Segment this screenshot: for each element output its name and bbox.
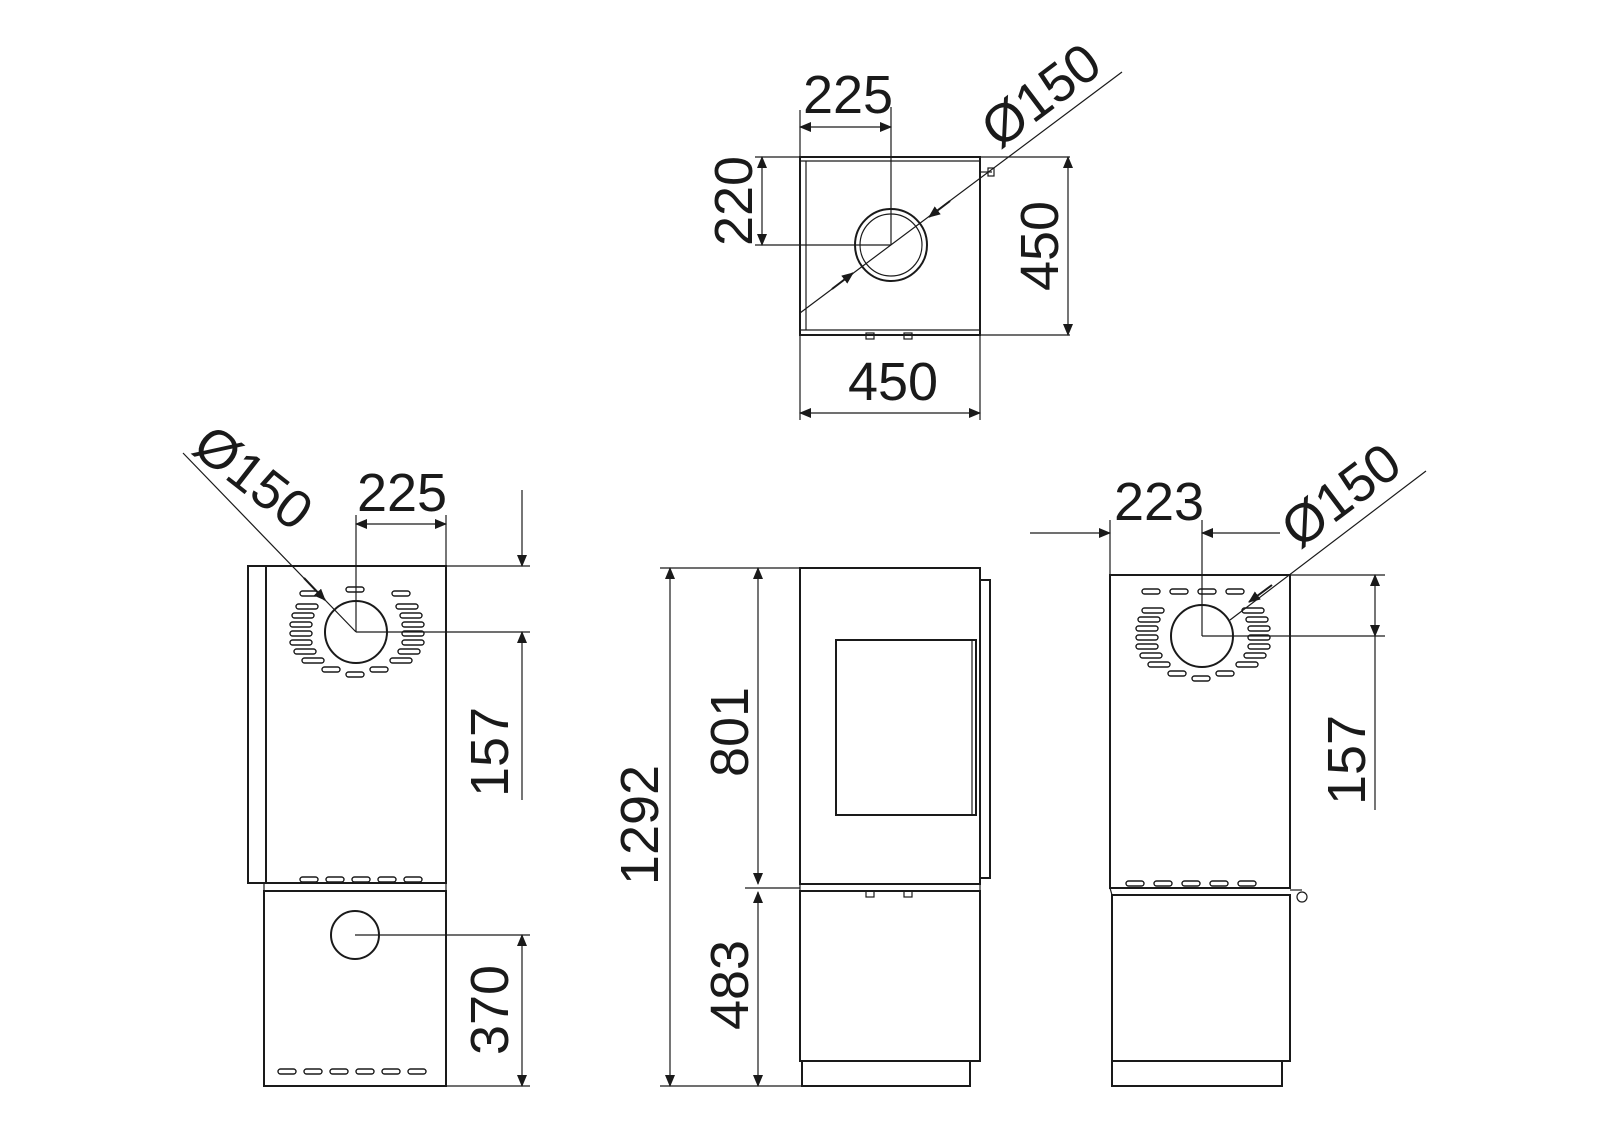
left-vent-slot [381, 1068, 401, 1075]
top-view: 225 220 450 450 Ø150 [704, 32, 1123, 420]
front-side-panel [979, 579, 991, 879]
right-vent-slot [1147, 661, 1171, 668]
right-vent-slot [1245, 616, 1269, 623]
left-vent-slot [289, 630, 313, 637]
left-vent-slot [299, 876, 319, 883]
left-vent-slot [369, 666, 389, 673]
left-vent-slot [325, 876, 345, 883]
right-vent-slot [1169, 588, 1189, 595]
right-vent-slot [1167, 670, 1187, 677]
left-vent-slot [345, 671, 365, 678]
right-flue-height-label: 157 [1317, 715, 1377, 805]
left-vent-slot [403, 876, 423, 883]
front-lower-height-label: 483 [700, 940, 760, 1030]
right-vent-slot [1243, 652, 1267, 659]
left-side-view: 225 Ø150 157 370 [183, 414, 530, 1087]
right-vent-slot [1125, 880, 1145, 887]
left-vent-slot [351, 876, 371, 883]
front-total-height-label: 1292 [610, 765, 670, 885]
left-vent-slot [303, 1068, 323, 1075]
right-vent-slot [1247, 643, 1271, 650]
left-flue-height-label: 157 [460, 707, 520, 797]
front-lower-body [799, 890, 981, 1062]
left-vent-slot [399, 612, 423, 619]
left-vent-slot [291, 612, 315, 619]
top-width-label: 450 [848, 352, 938, 412]
left-vent-slot [401, 639, 425, 646]
right-lower-body [1111, 894, 1291, 1062]
right-vent-slot [1135, 625, 1159, 632]
front-plinth [801, 1060, 971, 1087]
left-vent-slot [277, 1068, 297, 1075]
left-vent-slot [395, 603, 419, 610]
left-vent-slot [289, 621, 313, 628]
left-vent-slot [391, 590, 411, 597]
front-view: 1292 801 483 [610, 567, 991, 1087]
top-flue-offset-y-label: 220 [704, 156, 764, 246]
right-vent-slot [1225, 588, 1245, 595]
right-flue-diameter-label: Ø150 [1270, 432, 1412, 559]
left-vent-slot [299, 590, 319, 597]
right-flue-offset-label: 223 [1114, 472, 1204, 532]
top-flue-offset-x-label: 225 [803, 65, 893, 125]
left-rear-outlet-height-label: 370 [460, 965, 520, 1055]
right-vent-slot [1237, 880, 1257, 887]
left-vent-slot [355, 1068, 375, 1075]
top-flue-diameter-label: Ø150 [970, 32, 1112, 159]
right-vent-slot [1135, 634, 1159, 641]
front-upper-height-label: 801 [700, 687, 760, 777]
right-vent-slot [1209, 880, 1229, 887]
left-vent-slot [407, 1068, 427, 1075]
right-vent-slot [1215, 670, 1235, 677]
right-vent-slot [1181, 880, 1201, 887]
right-plinth [1111, 1060, 1283, 1087]
right-vent-slot [1141, 588, 1161, 595]
left-flue-diameter-label: Ø150 [183, 414, 324, 543]
right-vent-slot [1135, 643, 1159, 650]
right-vent-slot [1191, 675, 1211, 682]
left-vent-slot [293, 648, 317, 655]
left-vent-slot [289, 639, 313, 646]
left-vent-slot [345, 586, 365, 593]
right-vent-slot [1247, 625, 1271, 632]
right-vent-slot [1137, 616, 1161, 623]
right-vent-slot [1197, 588, 1217, 595]
right-side-view: 223 Ø150 157 [1030, 432, 1427, 1087]
front-glass-door [835, 639, 977, 816]
left-vent-slot [397, 648, 421, 655]
left-door-edge [247, 565, 267, 884]
left-vent-slot [401, 621, 425, 628]
left-vent-slot [329, 1068, 349, 1075]
right-vent-slot [1235, 661, 1259, 668]
left-vent-slot [389, 657, 413, 664]
left-vent-slot [301, 657, 325, 664]
right-vent-slot [1141, 607, 1165, 614]
left-vent-slot [295, 603, 319, 610]
left-vent-slot [321, 666, 341, 673]
right-vent-slot [1153, 880, 1173, 887]
right-vent-slot [1139, 652, 1163, 659]
top-depth-label: 450 [1010, 201, 1070, 291]
left-flue-offset-label: 225 [357, 463, 447, 523]
left-vent-slot [377, 876, 397, 883]
